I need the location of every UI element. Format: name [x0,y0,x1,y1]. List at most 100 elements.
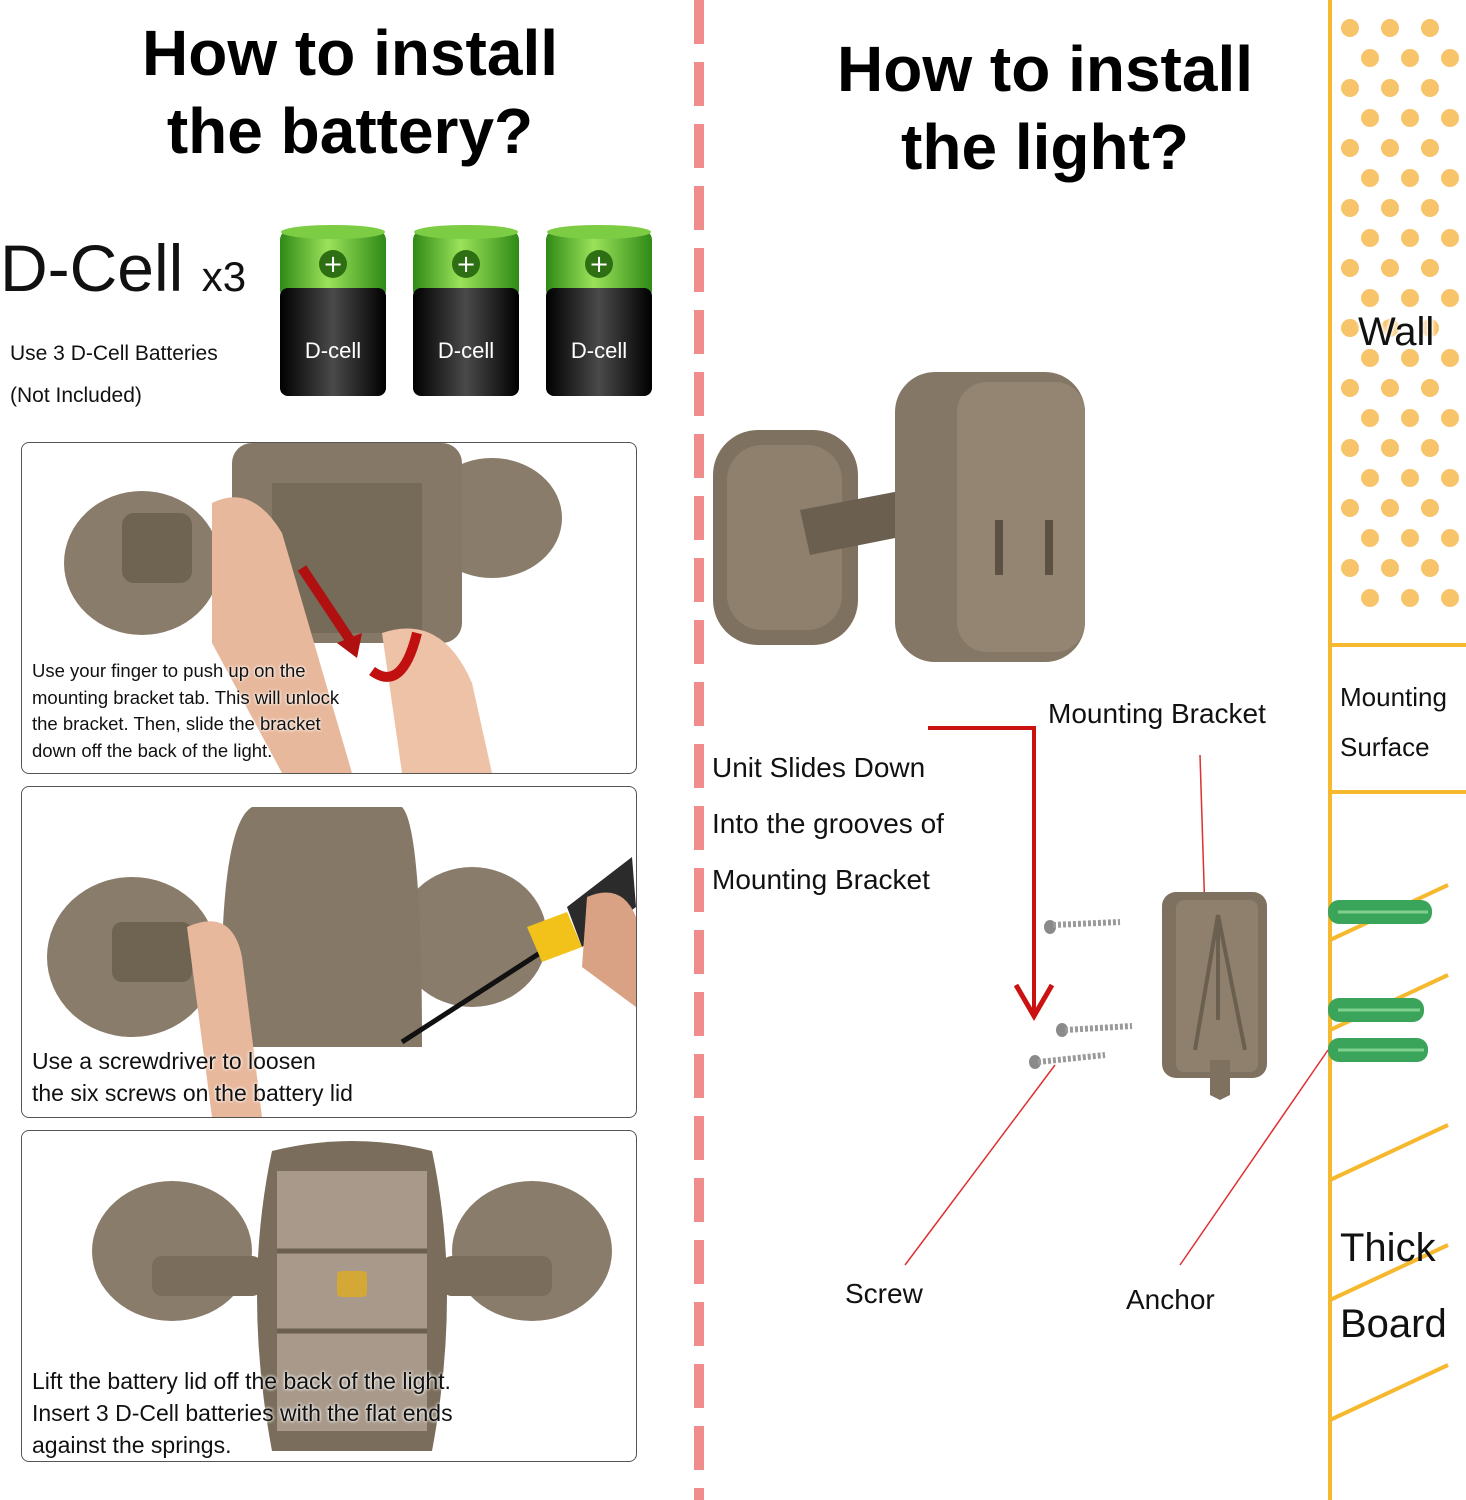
step-1-text: Use your finger to push up on the mounti… [32,658,339,764]
mounting-surface-line2: Surface [1340,732,1430,762]
light-title: How to install the light? [780,30,1310,186]
wall-dot [1441,289,1459,307]
thick-board-line1: Thick [1340,1226,1436,1270]
wall-dot [1341,199,1359,217]
wall-dot [1341,19,1359,37]
wall-dot [1361,349,1379,367]
wall-dot [1441,49,1459,67]
wall-dot [1381,379,1399,397]
wall-dot [1361,229,1379,247]
battery-note-2: (Not Included) [10,384,142,407]
wall-dot [1421,259,1439,277]
slide-instruction-line1: Unit Slides Down [712,752,926,783]
screw-label: Screw [845,1278,923,1309]
wall-dot [1361,289,1379,307]
wall-dot [1381,79,1399,97]
wall-dot [1401,409,1419,427]
step-3-text: Lift the battery lid off the back of the… [32,1365,453,1461]
wall-graphic [1328,0,1466,1500]
battery-note-1: Use 3 D-Cell Batteries [10,342,218,365]
thick-board-label: Thick Board [1340,1210,1447,1362]
step-2-text: Use a screwdriver to loosen the six scre… [32,1045,353,1109]
wall-dot [1381,559,1399,577]
svg-text:+: + [589,250,609,278]
wall-dot [1361,169,1379,187]
wall-dot [1401,529,1419,547]
wall-dot [1441,529,1459,547]
wall-dot [1361,109,1379,127]
mounting-surface-line1: Mounting [1340,682,1447,712]
wall-dot [1401,349,1419,367]
screw-leader [904,1064,1056,1266]
wall-dot [1401,289,1419,307]
anchor-label: Anchor [1126,1284,1215,1315]
light-fixture-illustration [713,372,1085,662]
screw-3 [1029,1052,1106,1069]
wall-dot [1401,109,1419,127]
battery-group: + + + [280,225,652,396]
anchor-3 [1328,1038,1428,1062]
wall-dot [1441,349,1459,367]
battery-3-label: D-cell [570,338,628,363]
wall-strip [1328,0,1466,1500]
bracket-leader [1199,754,1206,916]
anchor-1 [1328,900,1432,924]
step-2-panel: Use a screwdriver to loosen the six scre… [21,786,637,1118]
dcell-count: x3 [201,253,247,300]
battery-1: + [280,225,386,396]
battery-title-line1: How to install [142,17,558,89]
wall-dot [1341,139,1359,157]
wall-dot [1421,499,1439,517]
battery-2: + [413,225,519,396]
mounting-diagram [904,726,1329,1266]
step-1-line1: Use your finger to push up on the [32,660,306,681]
step-3-illustration [92,1141,612,1451]
screw-2 [1056,1023,1133,1037]
bracket-label: Mounting Bracket [1048,698,1266,729]
wall-dot [1421,559,1439,577]
mounting-bracket [1162,892,1267,1100]
wall-dot [1361,469,1379,487]
wall-dot [1401,229,1419,247]
wall-dot [1441,409,1459,427]
wall-dot [1401,49,1419,67]
light-title-line2: the light? [901,111,1189,183]
slide-instruction-line3: Mounting Bracket [712,864,930,895]
anchor-leader [1179,1049,1329,1266]
battery-title-line2: the battery? [166,95,534,167]
step-1-line4: down off the back of the light. [32,739,273,761]
step-1-illustration [64,443,562,773]
wall-dot [1361,49,1379,67]
step-3-panel: Lift the battery lid off the back of the… [21,1130,637,1462]
wall-dot [1381,19,1399,37]
wall-dot [1341,379,1359,397]
wall-dot [1381,499,1399,517]
step-2-illustration [47,807,636,1117]
wall-dot [1341,259,1359,277]
dcell-label: D-Cell [0,231,184,305]
step-2-line2: the six screws on the battery lid [32,1080,353,1106]
wall-dot [1441,229,1459,247]
wall-dot [1441,109,1459,127]
step-3-line3: against the springs. [32,1432,232,1458]
wall-dot [1401,469,1419,487]
wall-dot [1421,379,1439,397]
wall-dot [1341,499,1359,517]
wall-dot [1421,319,1439,337]
wall-dot [1401,589,1419,607]
wall-dot [1441,469,1459,487]
wall-dot [1421,199,1439,217]
battery-title: How to install the battery? [60,14,640,170]
step-1-panel: Use your finger to push up on the mounti… [21,442,637,774]
wall-dot [1381,259,1399,277]
wall-dot [1381,319,1399,337]
step-3-line2: Insert 3 D-Cell batteries with the flat … [32,1400,453,1426]
wall-dot [1441,169,1459,187]
dcell-heading: D-Cell x3 [0,228,246,317]
wall-label: Wall [1358,310,1435,354]
svg-text:+: + [456,250,476,278]
slide-instruction-line2: Into the grooves of [712,808,944,839]
step-3-line1: Lift the battery lid off the back of the… [32,1368,451,1394]
thick-board-line2: Board [1340,1302,1447,1346]
slide-instruction: Unit Slides Down Into the grooves of Mou… [712,740,944,908]
